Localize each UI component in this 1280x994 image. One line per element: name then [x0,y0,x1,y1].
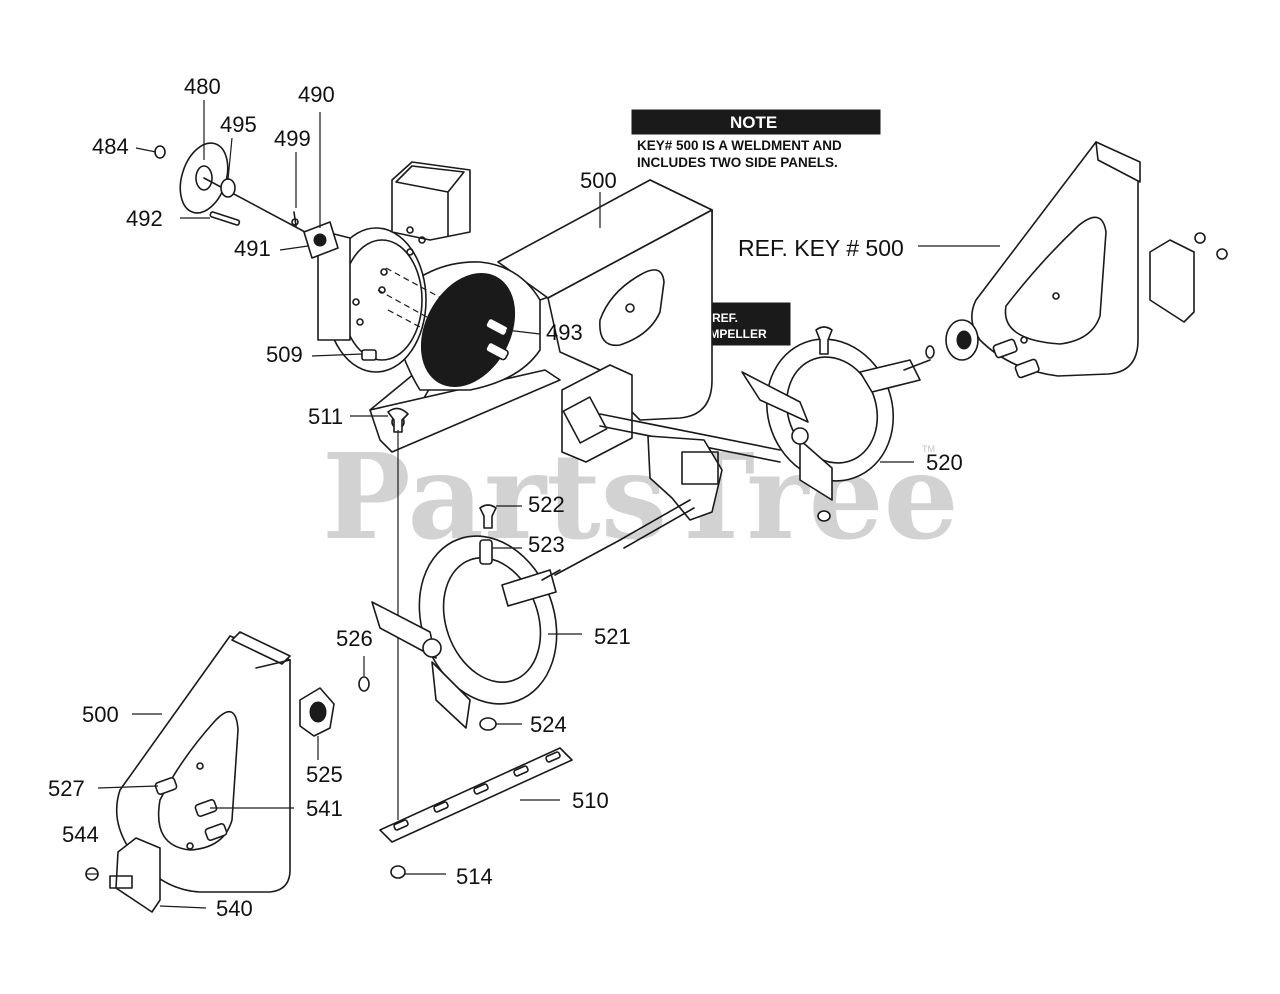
ref-key-label: REF. KEY # 500 [738,235,904,261]
callout-544: 544 [62,822,99,847]
screw-499 [291,211,299,227]
callout-525: 525 [306,762,343,787]
key-492 [209,211,241,226]
callout-521: 521 [594,624,631,649]
callout-527: 527 [48,776,85,801]
washer-484 [154,145,166,159]
callout-540: 540 [216,896,253,921]
ref-impeller-line-1: REF. [712,311,738,325]
auger-right-520 [741,338,931,501]
callout-524: 524 [530,712,567,737]
callout-509: 509 [266,342,303,367]
bolt-541 [194,798,228,842]
callout-522: 522 [528,492,565,517]
spacer-523 [479,539,493,565]
ref-impeller-tag: REF. IMPELLER [687,302,791,362]
callout-499: 499 [274,126,311,151]
bolt-509 [361,349,377,361]
bushing-495 [220,178,236,198]
side-panel-left-500 [115,631,291,893]
callout-520: 520 [926,450,963,475]
callout-484: 484 [92,134,129,159]
skid-shoe-540 [109,837,161,913]
side-panel-right-500 [945,141,1141,377]
note-header-bar [631,109,881,135]
bolt-522 [479,504,497,529]
callout-523: 523 [528,532,565,557]
gearbox-assembly [554,364,781,576]
callout-500-left: 500 [82,702,119,727]
nut-514 [390,865,406,879]
callout-500-top: 500 [580,168,617,193]
ref-impeller-line-2: IMPELLER [706,327,767,341]
leader-lines [86,100,1000,909]
callout-510: 510 [572,788,609,813]
skid-shoe-right [1149,232,1228,323]
washer-526 [358,676,370,692]
auger-left-521 [371,535,561,729]
callout-511: 511 [308,404,343,429]
callout-493: 493 [546,320,583,345]
auger-housing [317,161,713,453]
callout-480: 480 [184,74,221,99]
note-header: NOTE [730,113,777,132]
note-line-2: INCLUDES TWO SIDE PANELS. [637,155,838,170]
callout-492: 492 [126,206,163,231]
callout-526: 526 [336,626,373,651]
nut-upper [817,510,831,522]
bolts-right [925,338,1040,379]
callout-labels: 480 484 490 491 492 493 495 499 500 500 … [48,74,963,921]
callout-541: 541 [306,796,343,821]
note-line-1: KEY# 500 IS A WELDMENT AND [637,138,842,153]
shave-plate-510 [379,747,573,843]
watermark-trademark: TM [922,444,935,454]
callout-514: 514 [456,864,493,889]
nut-524 [479,717,497,731]
bolt-493 [485,317,509,361]
callout-490: 490 [298,82,335,107]
bearing-525 [299,687,335,737]
note-box: NOTE KEY# 500 IS A WELDMENT AND INCLUDES… [631,109,881,170]
bearing-flange-491 [303,221,339,259]
callout-491: 491 [234,236,271,261]
bolt-527 [154,776,178,796]
callout-495: 495 [220,112,257,137]
bolt-522-upper [815,326,833,355]
